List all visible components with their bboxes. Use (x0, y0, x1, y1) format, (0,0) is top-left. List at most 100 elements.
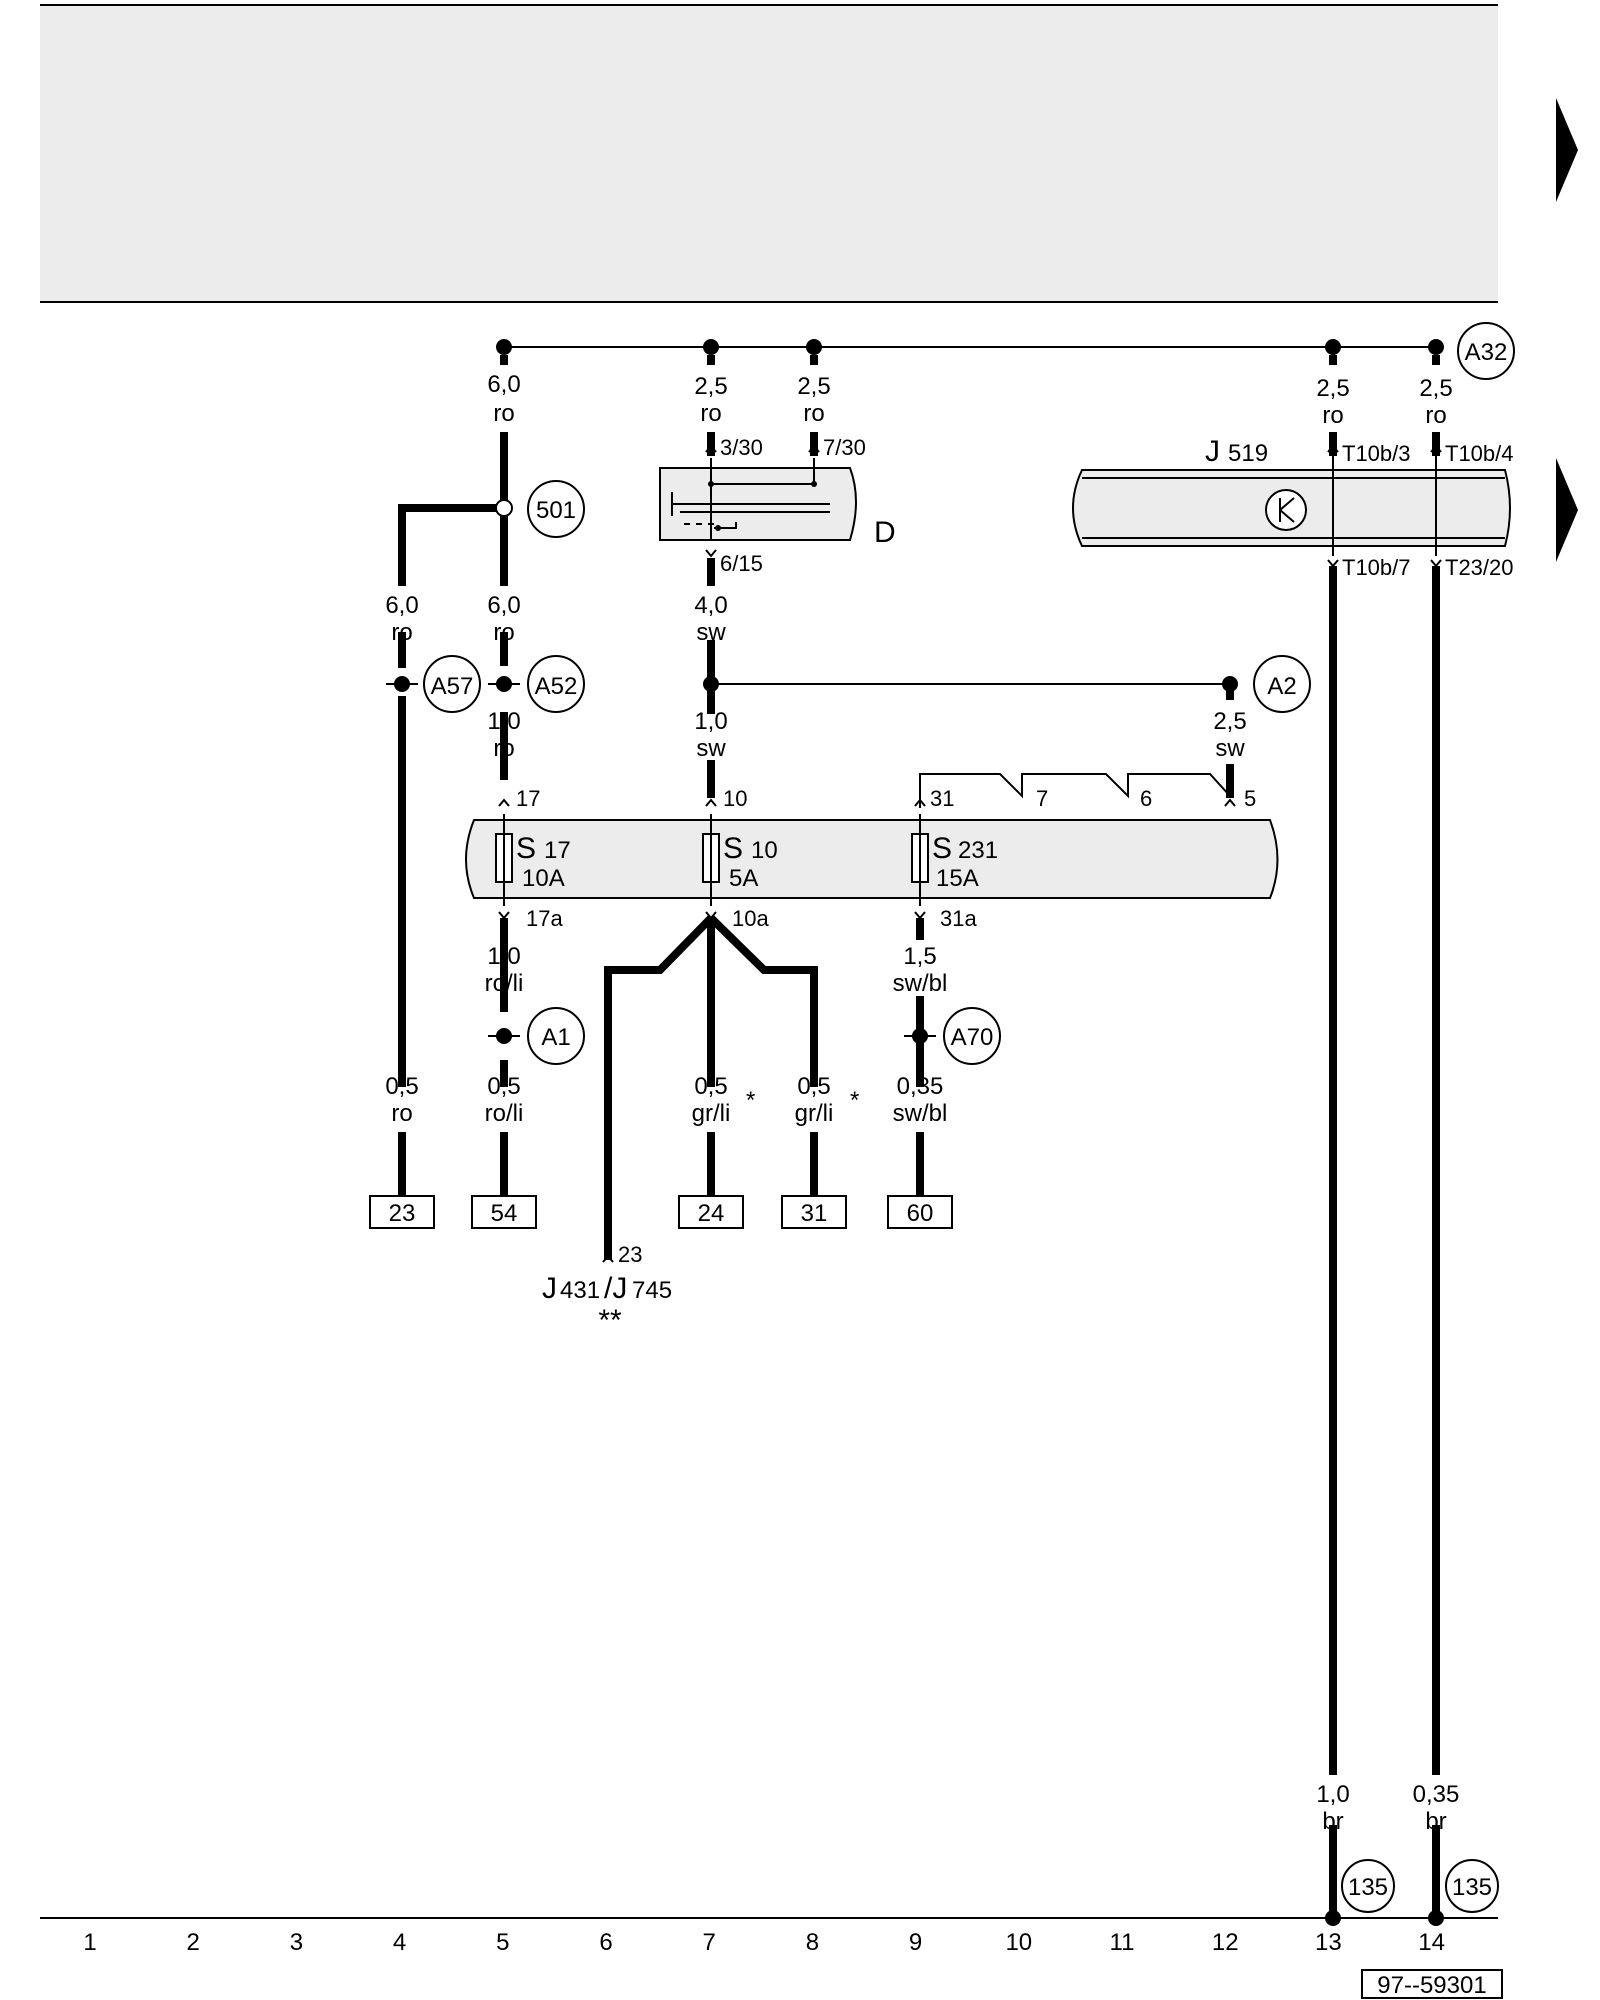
pin-label: T10b/3 (1342, 441, 1411, 466)
svg-text:24: 24 (698, 1200, 725, 1227)
control-unit-j519[interactable]: J 519 (1072, 435, 1511, 556)
svg-text:A57: A57 (431, 673, 474, 700)
wire-color-label: ro (700, 400, 721, 427)
footnote-star: * (850, 1087, 859, 1114)
track-number: 8 (806, 1929, 819, 1956)
wire-size-label: 0,5 (694, 1073, 727, 1100)
wire-size-label: 2,5 (694, 373, 727, 400)
wire-color-label: br (1322, 1808, 1343, 1835)
pin-label: 17a (526, 906, 563, 931)
ground-135-a: 135 (1341, 1859, 1395, 1913)
wire-size-label: 1,0 (487, 708, 520, 735)
control-unit-symbol-icon (1265, 489, 1307, 531)
connector-a57: A57 (386, 655, 481, 713)
svg-text:17: 17 (544, 837, 571, 864)
track-number: 6 (599, 1929, 612, 1956)
pin-markers (705, 444, 820, 558)
pin-label: 7/30 (823, 435, 866, 460)
wire-size-label: 2,5 (1419, 375, 1452, 402)
wire-size-label: 4,0 (694, 592, 727, 619)
svg-text:J: J (1205, 435, 1220, 468)
svg-text:135: 135 (1452, 1874, 1492, 1901)
svg-text:A70: A70 (951, 1024, 994, 1051)
pin-label: 7 (1036, 786, 1048, 811)
svg-text:A32: A32 (1465, 339, 1508, 366)
track-number: 3 (290, 1929, 303, 1956)
wire-column-13-14 (1329, 566, 1440, 1918)
svg-text:A2: A2 (1267, 673, 1296, 700)
track-number: 4 (393, 1929, 406, 1956)
wire-size-label: 0,5 (385, 1073, 418, 1100)
wire-size-label: 2,5 (1316, 375, 1349, 402)
wire-color-label: ro (493, 400, 514, 427)
svg-text:54: 54 (491, 1200, 518, 1227)
wire-color-label: ro (493, 619, 514, 646)
svg-text:10A: 10A (522, 865, 565, 892)
wire-color-label: sw (1215, 735, 1245, 762)
track-number: 14 (1418, 1929, 1445, 1956)
pin-label: 5 (1244, 786, 1256, 811)
wire-branch-10a (604, 915, 818, 1260)
wire-column-7-8-top (707, 355, 818, 456)
component-j431-j745[interactable]: J 431 /J 745 ** (542, 1272, 672, 1337)
svg-text:431: 431 (560, 1277, 600, 1304)
wire-size-label: 6,0 (487, 371, 520, 398)
track-number: 10 (1005, 1929, 1032, 1956)
diagram-id-box: 97--59301 (1361, 1969, 1503, 1999)
wire-size-label: 1,5 (903, 943, 936, 970)
wire-size-label: 1,0 (487, 943, 520, 970)
connector-a1: A1 (488, 1007, 585, 1065)
wire-color-label: ro (391, 619, 412, 646)
relay-d-label: D (874, 516, 896, 549)
ref-box-24[interactable]: 24 (678, 1195, 744, 1229)
pin-label: 23 (618, 1242, 642, 1267)
svg-text:501: 501 (536, 497, 576, 524)
svg-text:60: 60 (907, 1200, 934, 1227)
pin-label: T10b/4 (1445, 441, 1514, 466)
track-number: 13 (1315, 1929, 1342, 1956)
svg-text:97--59301: 97--59301 (1377, 1972, 1486, 1999)
svg-text:5A: 5A (729, 865, 758, 892)
wire-size-label: 0,35 (897, 1073, 944, 1100)
fuse-s10[interactable]: S 10 5A (702, 814, 778, 906)
bus-nodes (496, 339, 1444, 355)
track-number: 9 (909, 1929, 922, 1956)
wire-color-label: ro (1322, 402, 1343, 429)
svg-text:S: S (932, 832, 952, 865)
ground-node (1428, 1910, 1444, 1926)
fuse-s17[interactable]: S 17 10A (495, 814, 571, 906)
wire-color-label: ro (391, 1100, 412, 1127)
svg-text:31: 31 (801, 1200, 828, 1227)
svg-text:**: ** (598, 1304, 622, 1337)
wire-color-label: gr/li (692, 1100, 731, 1127)
svg-text:745: 745 (632, 1277, 672, 1304)
ref-box-31[interactable]: 31 (781, 1195, 847, 1229)
footnote-star: * (746, 1087, 755, 1114)
wire-column-13-14-top (1329, 355, 1440, 456)
ref-box-60[interactable]: 60 (887, 1195, 953, 1229)
wire-size-label: 2,5 (1213, 708, 1246, 735)
wire-color-label: ro (803, 400, 824, 427)
ref-box-23[interactable]: 23 (369, 1195, 435, 1229)
fuse-s231[interactable]: S 231 15A (911, 814, 998, 906)
wire-color-label: br (1425, 1808, 1446, 1835)
svg-text:A52: A52 (535, 673, 578, 700)
track-number: 1 (83, 1929, 96, 1956)
relay-d[interactable]: D (659, 458, 896, 549)
continuation-arrow-icon[interactable] (1556, 98, 1578, 202)
pin-marker (602, 1254, 614, 1263)
wire-color-label: ro (1425, 402, 1446, 429)
wire-size-label: 0,5 (487, 1073, 520, 1100)
fuse-bridge (919, 773, 1231, 799)
svg-text:S: S (723, 832, 743, 865)
continuation-arrow-icon[interactable] (1556, 458, 1578, 562)
wire-color-label: sw (696, 619, 726, 646)
pin-markers (498, 798, 1236, 807)
ref-box-54[interactable]: 54 (471, 1195, 537, 1229)
svg-text:23: 23 (389, 1200, 416, 1227)
wire-color-label: ro/li (485, 970, 524, 997)
pin-label: 10a (732, 906, 769, 931)
splice-501: 501 (495, 480, 585, 538)
